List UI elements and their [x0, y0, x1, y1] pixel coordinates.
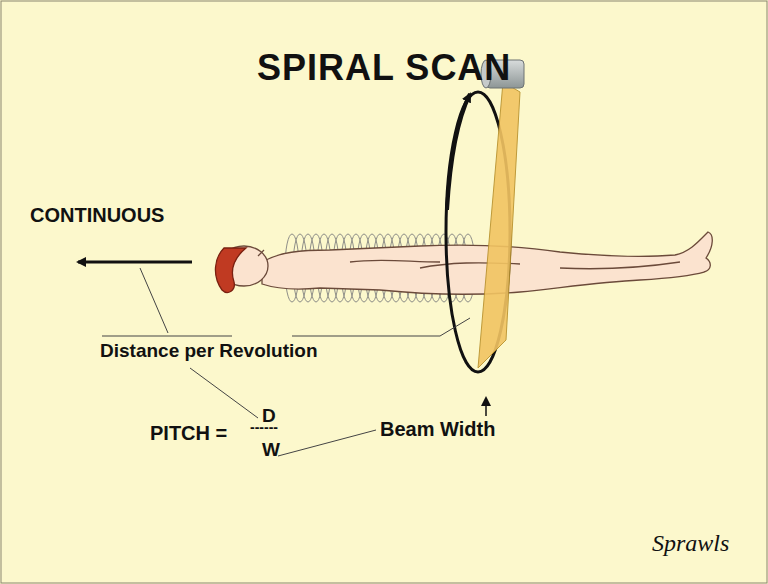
- pointer-arrow: [485, 398, 487, 416]
- formula-label: PITCH =: [150, 422, 227, 444]
- rotation-arrow: [447, 94, 470, 210]
- fraction-bar: ------: [250, 420, 278, 435]
- distance-label: Distance per Revolution: [100, 341, 318, 362]
- signature: Sprawls: [652, 530, 729, 556]
- beam-width-label: Beam Width: [380, 418, 495, 440]
- motion-label: CONTINUOUS: [30, 204, 164, 226]
- patient-figure: [215, 232, 712, 294]
- motion-arrow: [78, 261, 192, 264]
- formula-denominator: W: [262, 440, 280, 461]
- x-ray-beam: [478, 82, 520, 368]
- title: SPIRAL SCAN: [257, 48, 511, 88]
